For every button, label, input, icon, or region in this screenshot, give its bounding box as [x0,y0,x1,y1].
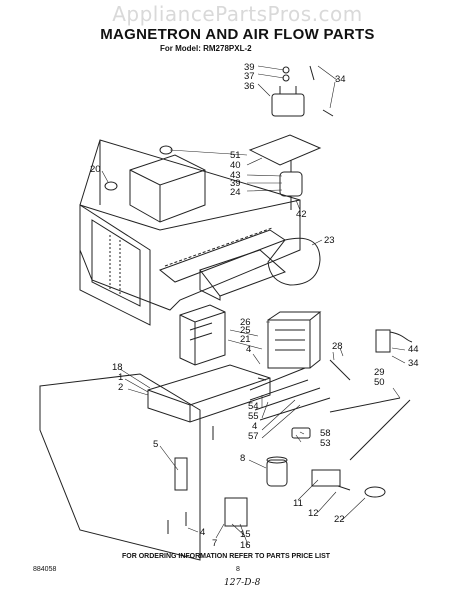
callout-21: 21 [240,334,251,345]
callout-7: 7 [212,538,217,549]
capacitor [266,459,288,487]
door-frame [79,204,151,326]
callout-34b: 34 [408,358,419,369]
callout-55: 55 [248,411,259,422]
callout-36: 36 [244,81,255,92]
callout-29: 29 [374,367,385,378]
fuse-holder [311,469,341,487]
callout-54: 54 [248,401,259,412]
callout-51: 51 [230,150,241,161]
page-title: MAGNETRON AND AIR FLOW PARTS [100,26,375,43]
magnetron [267,319,311,369]
callout-5: 5 [153,439,158,450]
callout-2: 2 [118,382,123,393]
transformer [179,304,226,366]
callout-25: 25 [240,325,251,336]
grommet-20 [104,181,118,191]
callout-43: 43 [230,170,241,181]
wire-leads [249,367,331,421]
callout-4a: 4 [246,344,251,355]
callout-16: 16 [240,540,251,551]
callout-4c: 4 [200,527,205,538]
callout-39a: 39 [244,62,255,73]
handwritten-note: 127-D-8 [224,578,261,588]
switch-15 [224,497,248,527]
callout-26: 26 [240,317,251,328]
callout-39b: 39 [230,178,241,189]
doc-code: 884058 [33,566,57,573]
base-plate [147,364,271,423]
callout-40: 40 [230,160,241,171]
callout-57: 57 [248,431,259,442]
callout-22: 22 [334,514,345,525]
callout-1: 1 [118,372,123,383]
callout-18: 18 [112,362,123,373]
callout-53: 53 [320,438,331,449]
thermistor-44 [375,329,391,353]
cabinet-back [79,140,301,231]
callout-44: 44 [408,344,419,355]
callout-20: 20 [90,164,101,175]
fuse-22 [364,486,386,498]
cabinet-cavity [79,139,301,311]
callout-34a: 34 [335,74,346,85]
thermal-cutout [271,93,305,117]
air-box [129,154,206,223]
watermark: AppliancePartsPros.com [112,2,363,26]
callout-12: 12 [308,508,319,519]
callout-24: 24 [230,187,241,198]
callout-23: 23 [324,235,335,246]
callout-15: 15 [240,529,251,540]
callout-42: 42 [296,209,307,220]
motor-bracket [248,134,322,166]
callout-50: 50 [374,377,385,388]
callout-4b: 4 [252,421,257,432]
diode-58 [291,427,311,439]
bracket-5 [174,457,188,491]
model-line: For Model: RM278PXL-2 [160,44,252,53]
door-window [91,219,141,307]
ordering-note: FOR ORDERING INFORMATION REFER TO PARTS … [122,553,331,560]
callout-37: 37 [244,71,255,82]
callout-58: 58 [320,428,331,439]
page-number: 8 [236,566,240,573]
fan-motor [279,171,303,197]
callout-11: 11 [293,498,303,509]
callout-8: 8 [240,453,245,464]
fan-housing [267,237,321,286]
callout-28: 28 [332,341,343,352]
